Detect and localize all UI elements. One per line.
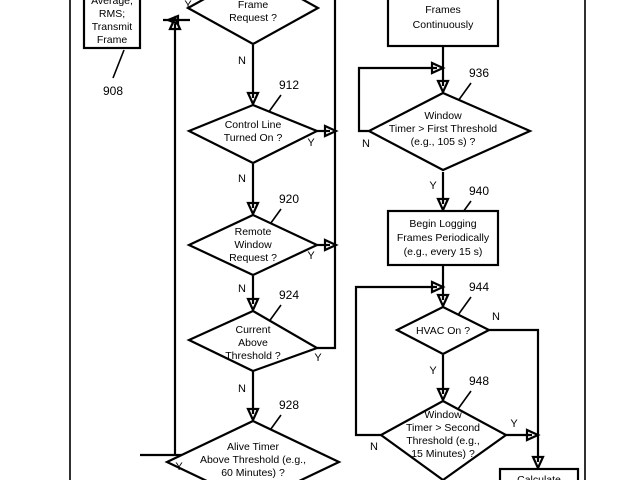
- node-912-line-1: Turned On ?: [224, 132, 283, 144]
- node-908-line-4: Transmit: [92, 21, 133, 33]
- node-928-line-0: Alive Timer: [227, 441, 279, 453]
- ref-920: 920: [279, 192, 299, 206]
- node-940-line-1: Frames Periodically: [397, 232, 490, 244]
- begin-cont-line-0: Begin Logging: [409, 0, 476, 1]
- node-948-line-1: Timer > Second: [406, 422, 480, 434]
- node-920-line-0: Remote: [235, 226, 272, 238]
- label-924-y: Y: [314, 352, 322, 364]
- node-908-line-5: Frame: [97, 34, 127, 46]
- label-936-n: N: [362, 138, 370, 150]
- node-944[interactable]: HVAC On ?: [394, 305, 492, 356]
- node-912[interactable]: Control Line Turned On ?: [186, 103, 320, 165]
- begin-cont-line-1: Frames: [425, 4, 461, 16]
- node-928-line-2: 60 Minutes) ?: [221, 467, 285, 479]
- node-920-line-2: Request ?: [229, 252, 277, 264]
- node-936-line-2: (e.g., 105 s) ?: [411, 136, 476, 148]
- ref-944: 944: [469, 280, 489, 294]
- ref-928: 928: [279, 398, 299, 412]
- node-920-line-1: Window: [234, 239, 272, 251]
- node-936[interactable]: Window Timer > First Threshold (e.g., 10…: [366, 91, 533, 172]
- node-remote-frame-request[interactable]: Remote Frame Request ?: [185, 0, 321, 46]
- node-940[interactable]: Begin Logging Frames Periodically (e.g.,…: [386, 209, 500, 267]
- remote-frame-line-1: Frame: [238, 0, 268, 11]
- node-944-line-0: HVAC On ?: [416, 325, 470, 337]
- node-924-line-1: Above: [238, 337, 268, 349]
- node-940-line-0: Begin Logging: [409, 218, 476, 230]
- node-928-line-1: Above Threshold (e.g.,: [200, 454, 306, 466]
- node-908-line-2: Average,: [91, 0, 133, 7]
- label-944-n: N: [492, 311, 500, 323]
- label-912-n: N: [238, 173, 246, 185]
- connector-lines: [140, 0, 545, 471]
- label-920-n: N: [238, 283, 246, 295]
- label-920-y: Y: [307, 250, 315, 262]
- node-924-line-2: Threshold ?: [225, 350, 281, 362]
- node-908-line-3: RMS;: [99, 8, 125, 20]
- node-begin-logging-continuously[interactable]: Begin Logging Frames Continuously: [386, 0, 500, 48]
- node-912-line-0: Control Line: [225, 119, 282, 131]
- node-948-line-2: Threshold (e.g.,: [406, 435, 480, 447]
- node-928[interactable]: Alive Timer Above Threshold (e.g., 60 Mi…: [164, 419, 342, 480]
- node-948[interactable]: Window Timer > Second Threshold (e.g., 1…: [378, 399, 509, 480]
- node-948-line-0: Window: [424, 409, 462, 421]
- ref-948: 948: [469, 374, 489, 388]
- node-calculate-line-0: Calculate: [517, 474, 561, 480]
- node-908[interactable]: Calculate Power, FFT, Average, RMS; Tran…: [82, 0, 142, 50]
- ref-936: 936: [469, 66, 489, 80]
- begin-cont-line-2: Continuously: [413, 19, 474, 31]
- label-944-y: Y: [429, 365, 437, 377]
- node-calculate[interactable]: Calculate: [498, 467, 580, 480]
- label-remote-frame-n: N: [238, 55, 246, 67]
- ref-940: 940: [469, 184, 489, 198]
- node-924-line-0: Current: [235, 324, 270, 336]
- label-remote-frame-y: Y: [184, 0, 192, 11]
- label-912-y: Y: [307, 137, 315, 149]
- label-948-n: N: [370, 441, 378, 453]
- node-920[interactable]: Remote Window Request ?: [186, 213, 320, 277]
- ref-908: 908: [103, 84, 123, 98]
- label-948-y: Y: [510, 418, 518, 430]
- node-940-line-2: (e.g., every 15 s): [404, 246, 483, 258]
- ref-912: 912: [279, 78, 299, 92]
- label-924-n: N: [238, 383, 246, 395]
- node-924[interactable]: Current Above Threshold ?: [186, 309, 320, 373]
- label-928-y: Y: [175, 461, 183, 473]
- node-936-line-0: Window: [424, 110, 462, 122]
- node-948-line-3: 15 Minutes) ?: [411, 448, 475, 460]
- ref-924: 924: [279, 288, 299, 302]
- label-936-y: Y: [429, 180, 437, 192]
- remote-frame-line-2: Request ?: [229, 12, 277, 24]
- node-936-line-1: Timer > First Threshold: [389, 123, 497, 135]
